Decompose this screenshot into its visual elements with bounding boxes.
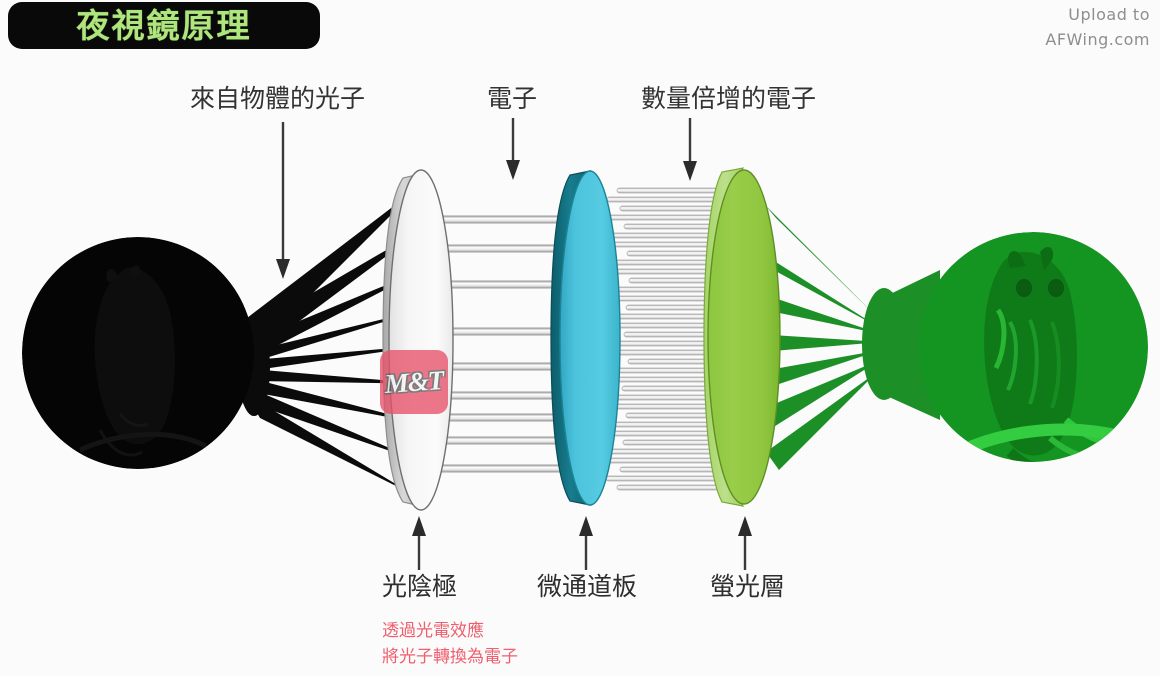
label-phosphor-screen: 螢光層 — [710, 573, 786, 601]
label-photons: 來自物體的光子 — [190, 85, 366, 113]
phosphor-screen-component — [703, 167, 781, 507]
page-title-badge: 夜視鏡原理 — [8, 2, 320, 49]
upload-watermark-line1: Upload to — [1068, 5, 1150, 24]
note-photon-to-electron: 將光子轉換為電子 — [382, 647, 518, 666]
callout-arrows — [276, 118, 752, 570]
arrow-photons — [276, 122, 290, 279]
arrow-multiplied-electrons — [683, 118, 697, 181]
green-owl-art — [918, 232, 1148, 462]
arrow-phosphor — [738, 516, 752, 570]
arrow-photocathode — [412, 516, 426, 570]
label-photocathode: 光陰極 — [382, 573, 458, 601]
arrow-electrons — [506, 118, 520, 180]
arrow-mcp — [579, 516, 593, 570]
page-title: 夜視鏡原理 — [76, 7, 252, 44]
label-electrons: 電子 — [487, 85, 538, 113]
dark-owl-art — [22, 237, 254, 469]
mt-logo-watermark: M&T — [380, 350, 448, 414]
upload-watermark: Upload to AFWing.com — [1045, 2, 1150, 52]
upload-watermark-line2: AFWing.com — [1045, 30, 1150, 49]
label-multiplied-electrons: 數量倍增的電子 — [641, 85, 817, 113]
output-light-beams — [756, 205, 940, 470]
photon-beams — [238, 186, 430, 495]
mt-logo-text: M&T — [383, 364, 445, 399]
photocathode-component — [382, 169, 454, 511]
microchannel-plate-component — [550, 170, 621, 506]
note-photoelectric-effect: 透過光電效應 — [382, 621, 484, 640]
label-microchannel-plate: 微通道板 — [537, 573, 638, 601]
